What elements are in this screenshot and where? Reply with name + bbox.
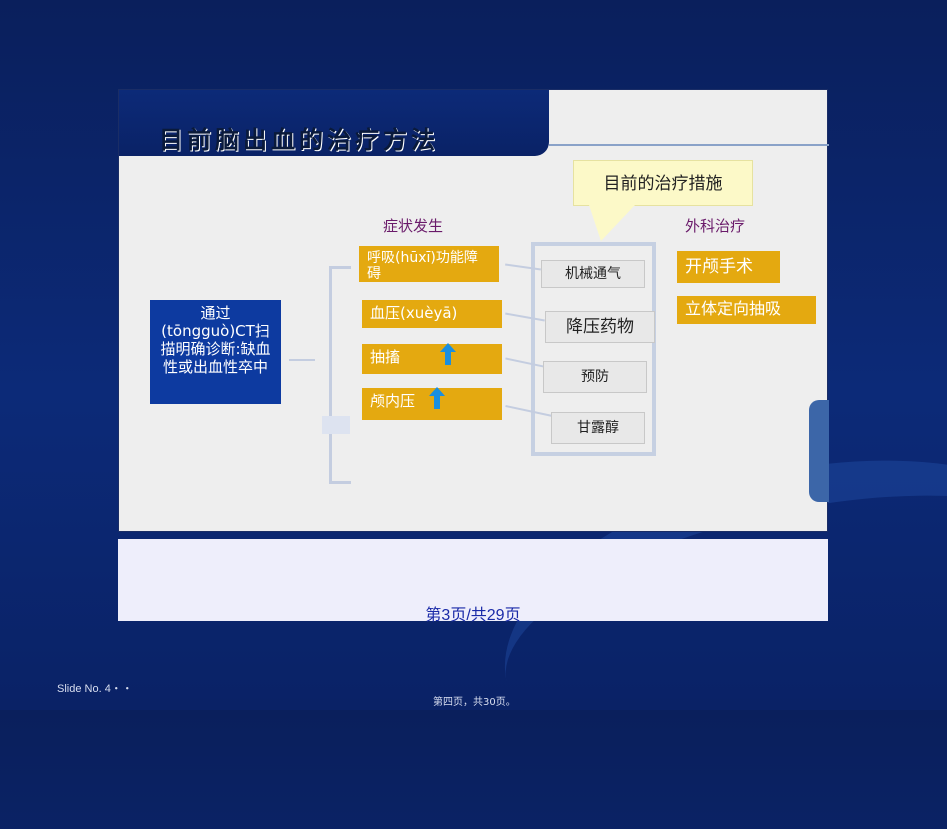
- title-bar: [119, 90, 549, 156]
- connector-line: [289, 359, 315, 361]
- surgery-craniotomy: 开颅手术: [677, 251, 780, 283]
- symptoms-heading: 症状发生: [383, 217, 444, 235]
- symptom-label: 抽搐: [370, 348, 401, 366]
- slide-title: 目前脑出血的治疗方法: [159, 125, 439, 154]
- treatment-callout: 目前的治疗措施: [573, 160, 753, 206]
- title-divider: [549, 144, 829, 146]
- symptom-seizure: 抽搐: [362, 342, 502, 374]
- symptom-label: 血压(xuèyā): [370, 304, 458, 322]
- surgery-stereotactic: 立体定向抽吸: [677, 296, 816, 324]
- up-arrow-icon: [439, 342, 456, 365]
- callout-tail: [589, 205, 635, 241]
- symptom-label: 呼吸(hūxī)功能障碍: [367, 250, 478, 282]
- up-arrow-icon: [428, 386, 445, 409]
- treatment-prevention: 预防: [543, 361, 647, 393]
- bracket-tick-1: [329, 266, 351, 269]
- page-indicator: 第3页/共29页: [425, 607, 521, 624]
- bracket-tick-2: [329, 481, 351, 484]
- treatment-frame: [531, 242, 656, 456]
- slide-number: Slide No. 4・・: [57, 683, 133, 695]
- surgery-heading: 外科治疗: [685, 217, 746, 235]
- symptom-icp: 颅内压: [362, 386, 502, 420]
- bracket-notch: [322, 416, 350, 434]
- symptom-blood-pressure: 血压(xuèyā): [362, 300, 502, 328]
- treatment-ventilation: 机械通气: [541, 260, 645, 288]
- treatment-antihypertensive: 降压药物: [545, 311, 655, 343]
- notes-panel: 第3页/共29页: [118, 539, 828, 624]
- page-footer: 第四页，共30页。: [433, 697, 516, 708]
- side-tab: [809, 400, 829, 502]
- symptom-label: 颅内压: [370, 392, 416, 410]
- bracket-vertical: [329, 266, 332, 484]
- treatment-mannitol: 甘露醇: [551, 412, 645, 444]
- symptom-breathing: 呼吸(hūxī)功能障碍: [359, 246, 499, 282]
- slide-canvas: 目前脑出血的治疗方法 目前的治疗措施 通过(tōngguò)CT扫描明确诊断:缺…: [118, 89, 829, 532]
- diagnosis-box: 通过(tōngguò)CT扫描明确诊断:缺血性或出血性卒中: [150, 300, 281, 404]
